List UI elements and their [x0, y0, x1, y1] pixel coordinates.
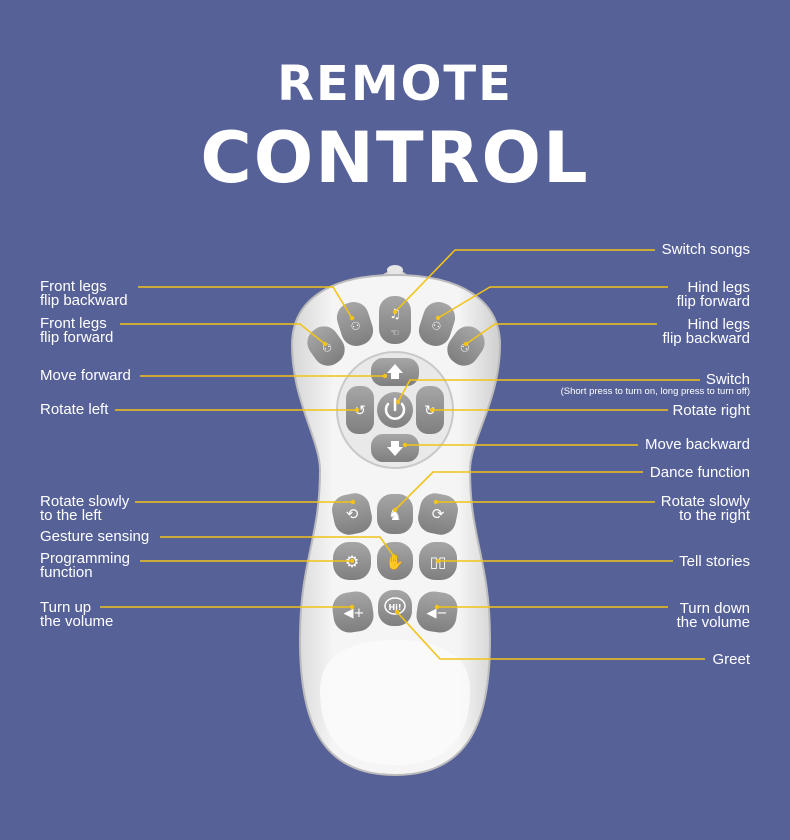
- hand-icon: ☜: [391, 328, 400, 339]
- leader-front-legs-flip-backward: [138, 286, 353, 319]
- label-greet: Greet: [712, 651, 750, 668]
- music-note-icon: ♫: [389, 307, 401, 322]
- rotate-slowly-right-button[interactable]: [415, 490, 460, 537]
- leader-hind-legs-flip-backward: [465, 323, 657, 345]
- label-front-legs-flip-backward: Front legs flip backward: [40, 278, 128, 309]
- label-dance-function: Dance function: [649, 464, 750, 481]
- label-turn-up-volume: Turn up the volume: [40, 599, 114, 630]
- dance-button[interactable]: [377, 494, 413, 534]
- greet-icon-text: Hi!: [388, 603, 401, 612]
- rotate-right-icon: ↻: [424, 403, 436, 419]
- label-front-legs-flip-forward: Front legs flip forward: [40, 315, 114, 346]
- leader-hind-legs-flip-forward: [437, 286, 668, 319]
- gesture-sensing-button[interactable]: [377, 542, 413, 580]
- power-icon: [384, 397, 406, 420]
- label-tell-stories: Tell stories: [679, 553, 750, 570]
- front-legs-flip-forward-button[interactable]: [301, 320, 350, 371]
- leader-switch-songs: [394, 249, 655, 313]
- title-line-2: CONTROL: [200, 117, 590, 199]
- rotate-slow-right-icon: ⟳: [432, 505, 445, 523]
- volume-up-button[interactable]: [330, 589, 375, 634]
- legs-icon: ⚇: [430, 319, 444, 334]
- arrow-down-icon: [387, 441, 403, 456]
- rotate-left-icon: ↺: [354, 403, 366, 419]
- greet-button[interactable]: [378, 590, 412, 626]
- leader-gesture: [160, 536, 396, 559]
- label-switch-songs: Switch songs: [661, 241, 750, 258]
- leader-lines: [100, 249, 705, 660]
- label-rotate-slowly-right: Rotate slowly to the right: [660, 493, 750, 524]
- leader-dots: [322, 309, 469, 615]
- label-programming-function: Programming function: [40, 550, 131, 581]
- rotate-slowly-left-button[interactable]: [329, 490, 374, 537]
- front-legs-flip-backward-button[interactable]: [333, 298, 377, 350]
- dance-icon: ♞: [388, 506, 401, 524]
- leader-dance: [394, 471, 643, 511]
- label-rotate-right: Rotate right: [672, 402, 750, 419]
- label-rotate-slowly-left: Rotate slowly to the left: [40, 493, 130, 524]
- volume-down-button[interactable]: [414, 589, 459, 634]
- label-hind-legs-flip-backward: Hind legs flip backward: [662, 316, 750, 347]
- leader-greet: [396, 611, 705, 660]
- label-hind-legs-flip-forward: Hind legs flip forward: [676, 279, 750, 310]
- legs-icon: ⚇: [349, 319, 363, 334]
- leader-switch: [397, 379, 700, 403]
- label-move-backward: Move backward: [644, 436, 750, 453]
- label-move-forward: Move forward: [40, 367, 131, 384]
- rotate-slow-left-icon: ⟲: [346, 505, 359, 523]
- label-turn-down-volume: Turn down the volume: [676, 600, 750, 631]
- switch-songs-button[interactable]: [379, 296, 411, 344]
- volume-down-icon: ◀−: [427, 606, 448, 621]
- label-rotate-left: Rotate left: [40, 401, 109, 418]
- label-gesture-sensing: Gesture sensing: [40, 528, 150, 545]
- label-switch: Switch: [705, 371, 750, 388]
- volume-up-icon: ◀+: [344, 606, 365, 621]
- rotate-left-button[interactable]: [346, 386, 374, 434]
- speech-bubble-icon: [384, 597, 406, 615]
- function-buttons: ⟲ ♞ ⟳ ⚙ ✋ ▯▯ ◀+ Hi! ◀−: [329, 490, 460, 634]
- label-switch-note: (Short press to turn on, long press to t…: [560, 386, 750, 397]
- hand-wave-icon: ✋: [386, 553, 405, 571]
- title-line-1: REMOTE: [277, 56, 513, 112]
- arrow-up-icon: [387, 364, 403, 379]
- leader-front-legs-flip-forward: [120, 323, 326, 345]
